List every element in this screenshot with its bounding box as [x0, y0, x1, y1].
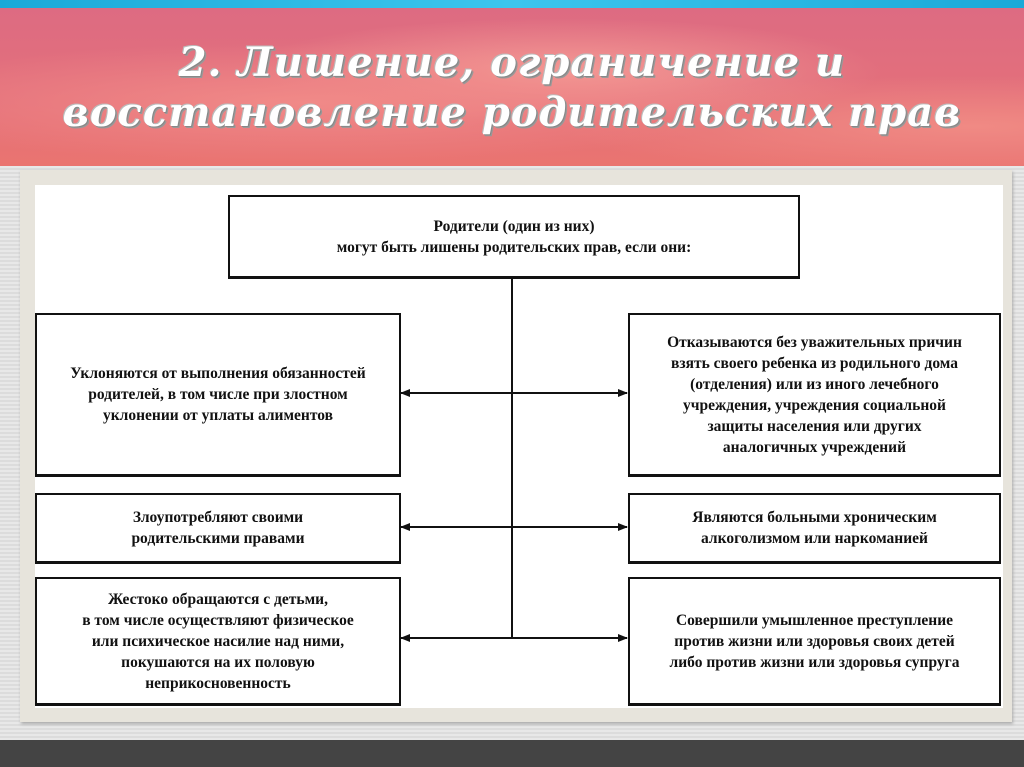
- left-box-2: Злоупотребляют своими родительскими прав…: [35, 493, 401, 564]
- right-box-1: Отказываются без уважительных причин взя…: [628, 313, 1001, 477]
- left-box-3-text: Жестоко обращаются с детьми, в том числе…: [82, 590, 354, 692]
- left-box-3: Жестоко обращаются с детьми, в том числе…: [35, 577, 401, 706]
- right-box-2-text: Являются больными хроническим алкоголизм…: [692, 509, 937, 547]
- slide-header: 2. Лишение, ограничение и восстановление…: [0, 8, 1024, 166]
- root-text: Родители (один из них) могут быть лишены…: [336, 217, 692, 256]
- right-box-2: Являются больными хроническим алкоголизм…: [628, 493, 1001, 564]
- right-box-1-text: Отказываются без уважительных причин взя…: [667, 333, 962, 456]
- right-box-3-text: Совершили умышленное преступление против…: [669, 611, 960, 671]
- top-accent-bar: [0, 0, 1024, 8]
- bottom-bar: [0, 740, 1024, 767]
- right-box-3: Совершили умышленное преступление против…: [628, 577, 1001, 706]
- left-box-1-text: Уклоняются от выполнения обязанностей ро…: [70, 365, 366, 424]
- root-box: Родители (один из них) могут быть лишены…: [228, 195, 800, 279]
- left-box-2-text: Злоупотребляют своими родительскими прав…: [131, 509, 305, 547]
- slide-title: 2. Лишение, ограничение и восстановление…: [62, 39, 962, 136]
- left-box-1: Уклоняются от выполнения обязанностей ро…: [35, 313, 401, 477]
